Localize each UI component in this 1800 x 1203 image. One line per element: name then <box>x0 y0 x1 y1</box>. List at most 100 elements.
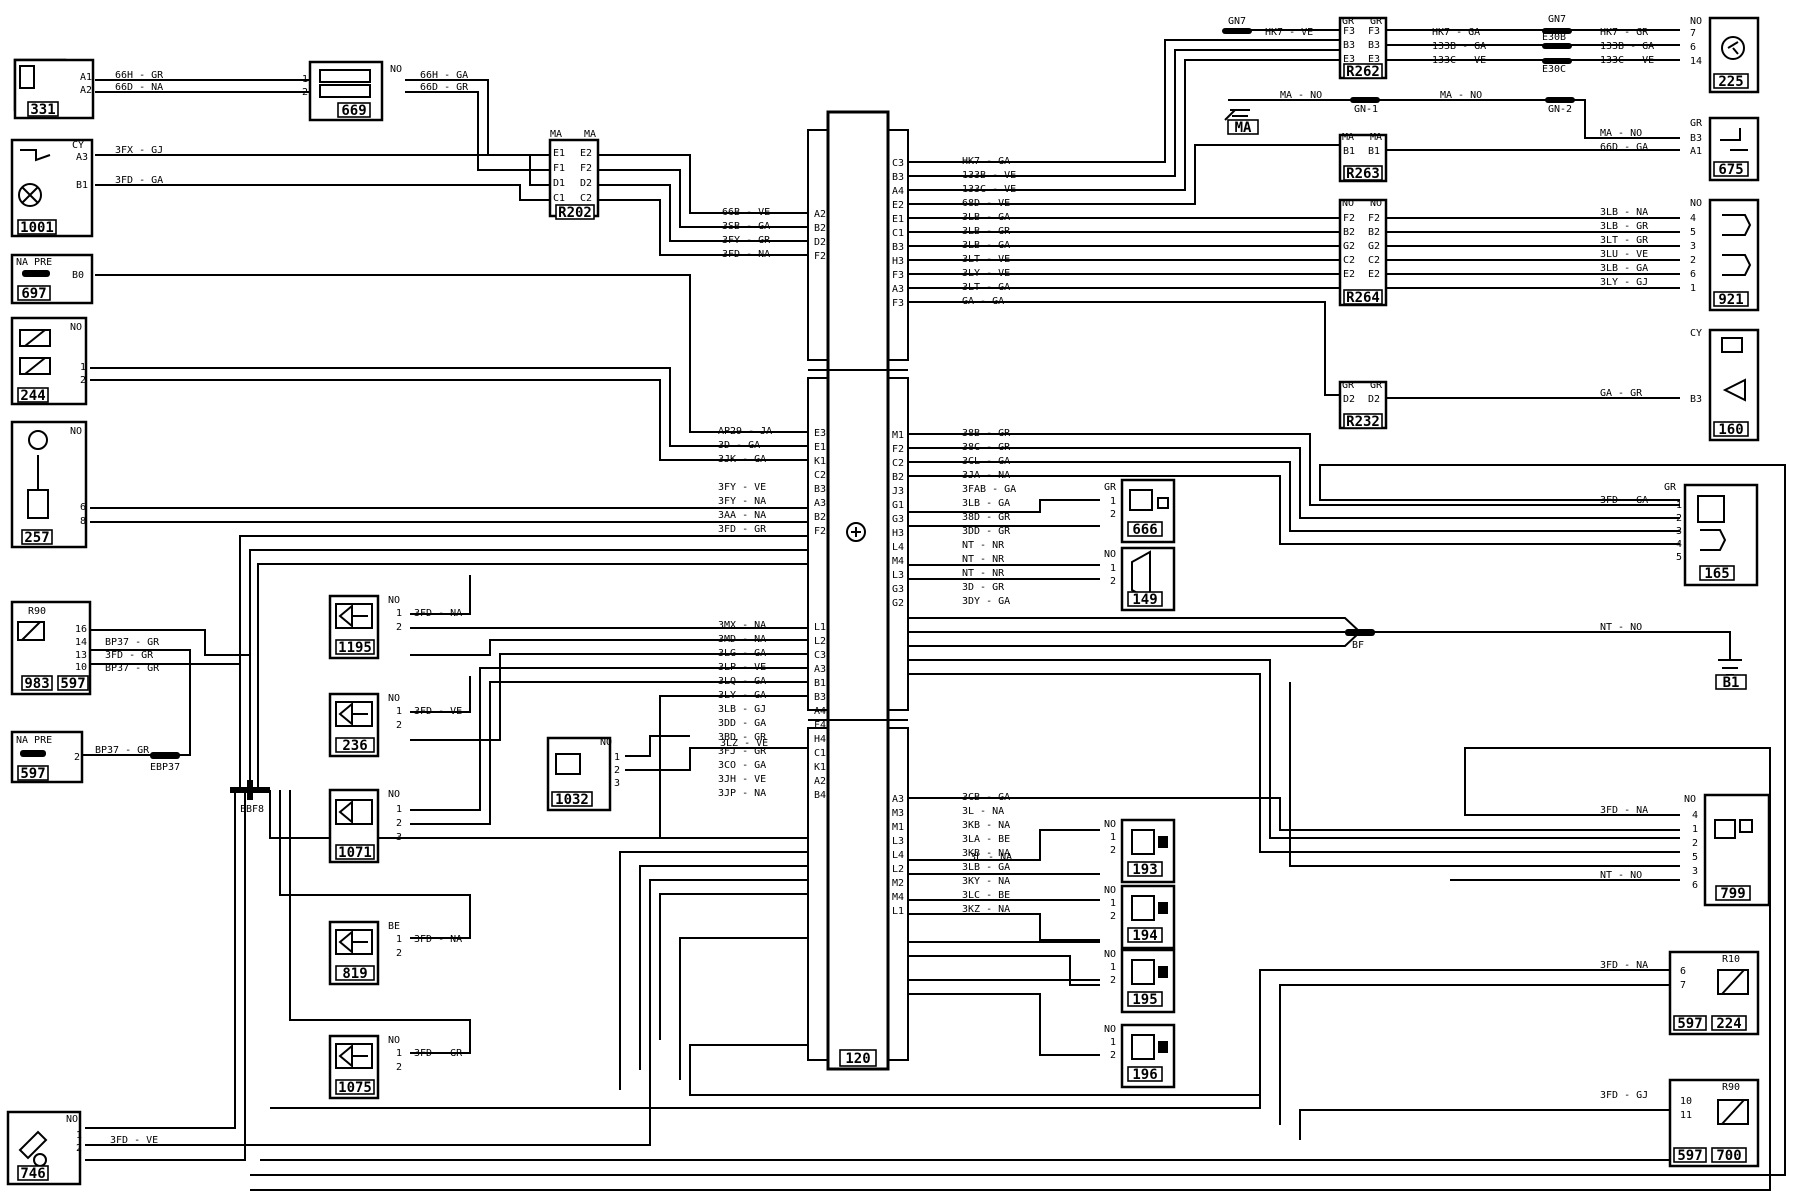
ecu-pin-label: F2 <box>814 251 826 262</box>
component-666-label: 666 <box>1132 522 1157 538</box>
pin-label: NO <box>388 789 400 800</box>
wire-label: 3LB - GR <box>1600 221 1649 232</box>
splice-label: GN-2 <box>1548 104 1572 115</box>
pin-label: 1 <box>614 752 620 763</box>
ecu-wire-label: 3FAB - GA <box>962 484 1016 495</box>
ecu-pin-label: A3 <box>814 498 826 509</box>
tag-label: MA <box>1342 132 1354 143</box>
component-r202-label: R202 <box>558 205 592 221</box>
pin-label: 2 <box>396 948 402 959</box>
ecu-pin-label: B2 <box>892 472 904 483</box>
component-697: NA PRE 697 B0 <box>10 253 94 305</box>
sub-label: 597 <box>60 676 85 692</box>
ecu-connector-upper-left <box>807 129 828 361</box>
component-244: 244 NO 1 2 <box>10 316 88 406</box>
ecu-pin-label: B3 <box>892 242 904 253</box>
wire-label: NT - NO <box>1600 870 1642 881</box>
ecu-module: 120 <box>807 110 909 1071</box>
ecu-pin-label: B1 <box>814 678 826 689</box>
wire-label: 133C - VE <box>1432 55 1486 66</box>
tag-label: GR <box>1342 16 1355 27</box>
ecu-pin-label: F3 <box>892 298 904 309</box>
pin-label: 1 <box>1110 898 1116 909</box>
tag-label: MA <box>1370 132 1382 143</box>
ground-ma: MA MA - NO MA - NO MA - NO <box>1224 90 1642 139</box>
pin-label: NO <box>1104 819 1116 830</box>
pin-label: 13 <box>75 650 87 661</box>
ecu-pin-label: F2 <box>814 526 826 537</box>
pin-label: 2 <box>76 1143 82 1154</box>
component-799-label: 799 <box>1720 886 1745 902</box>
component-196-label: 196 <box>1132 1067 1157 1083</box>
ecu-wire-label: 3LB - GA <box>962 498 1010 509</box>
wire-label: MA - NO <box>1600 128 1642 139</box>
pin-label: 10 <box>1680 1096 1692 1107</box>
splices: GN7 GN7 E30B E30C GN-1 GN-2 BF EBP37 EBF… <box>150 14 1575 815</box>
pin-label: 2 <box>80 375 86 386</box>
wire-label: BP37 - GR <box>95 745 150 756</box>
component-1001-label: 1001 <box>20 220 54 236</box>
pin-label: 1 <box>80 362 86 373</box>
pin-label: 1 <box>1110 563 1116 574</box>
pin-label: B3 <box>1690 133 1702 144</box>
tag-label: R90 <box>1722 1082 1740 1093</box>
pin-label: A3 <box>76 152 88 163</box>
tag-label: GR <box>1370 16 1383 27</box>
ecu-pin-label: C1 <box>814 748 826 759</box>
pin-label: 1 <box>396 804 402 815</box>
wire-label: 3LY - GJ <box>1600 277 1648 288</box>
ecu-pin-label: H3 <box>892 528 904 539</box>
component-149-label: 149 <box>1132 592 1157 608</box>
tag-label: GR <box>1370 380 1383 391</box>
ecu-wire-label: 3CO - GA <box>718 760 766 771</box>
component-r202: MA MA E1 F1 D1 C1 E2 F2 D2 C2 R202 <box>548 129 600 221</box>
ecu-pin-label: B2 <box>814 223 826 234</box>
component-921-label: 921 <box>1718 292 1743 308</box>
ecu-wire-label: 38D - GR <box>962 512 1011 523</box>
component-700: R90 597 700 10 11 3FD - GJ <box>1600 1078 1760 1168</box>
pin-label: CY <box>72 140 84 151</box>
pin-label: 1 <box>1110 1037 1116 1048</box>
pin-label: C2 <box>580 193 592 204</box>
component-1032: 1032 NO 1 2 3 3LZ - VE <box>546 736 768 812</box>
ecu-pin-label: A4 <box>814 706 826 717</box>
pin-label: B1 <box>1368 146 1380 157</box>
pin-label: F2 <box>1368 213 1380 224</box>
pin-label: 1 <box>396 608 402 619</box>
wire-label: 66D - NA <box>115 82 163 93</box>
ground-b1: B1 NT - NO <box>1600 622 1747 691</box>
pin-label: 7 <box>1690 28 1696 39</box>
pin-label: NO <box>1104 1024 1116 1035</box>
ecu-pin-label: L3 <box>892 836 904 847</box>
ecu-connector-mid-left <box>807 377 828 711</box>
pin-label: 2 <box>396 720 402 731</box>
wire-label: BP37 - GR <box>105 637 160 648</box>
ecu-wire-label: 3LB - GJ <box>718 704 766 715</box>
pin-label: D2 <box>580 178 592 189</box>
component-669-label: 669 <box>341 103 366 119</box>
component-225-label: 225 <box>1718 74 1743 90</box>
pin-label: 1 <box>396 706 402 717</box>
ecu-pin-label: M1 <box>892 822 904 833</box>
pin-label: 1 <box>302 74 308 85</box>
component-746-label: 746 <box>20 1166 45 1182</box>
component-921: 921 NO 4 5 3 2 6 1 3LB - NA 3LB - GR 3LT… <box>1600 198 1760 312</box>
ecu-wire-label: 3FY - NA <box>718 496 766 507</box>
pin-label: 14 <box>75 637 87 648</box>
wire-label: 3FX - GJ <box>115 145 163 156</box>
ecu-pin-label: G3 <box>892 514 904 525</box>
ecu-pin-label: E1 <box>814 442 826 453</box>
wire-label: NT - NO <box>1600 622 1642 633</box>
pin-label: NO <box>390 64 402 75</box>
wire-label: 133B - GA <box>1600 41 1654 52</box>
splice-label: BF <box>1352 640 1364 651</box>
pin-label: 2 <box>396 818 402 829</box>
pin-label: E2 <box>1368 269 1380 280</box>
component-r232: GR GR D2 D2 R232 <box>1338 380 1388 430</box>
component-193: 193 NO 1 2 3L - NA <box>970 818 1176 884</box>
pin-label: 1 <box>76 1130 82 1141</box>
component-r264-label: R264 <box>1346 290 1380 306</box>
pin-label: F3 <box>1343 26 1355 37</box>
pin-label: 3 <box>1690 241 1696 252</box>
ground-ma-label: MA <box>1235 120 1252 136</box>
